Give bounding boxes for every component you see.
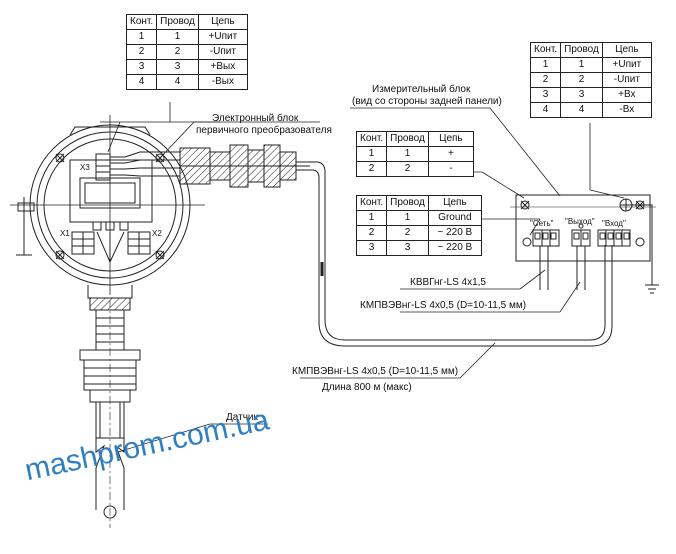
table-row: 3 3 ~ 220 В [355,240,482,256]
table-row: 2 2 -Uпит [125,44,248,60]
sensor-label: Датчик [226,412,258,423]
leader-lines [100,102,625,453]
header-cell: Цепь [427,131,474,147]
header-cell: Провод [560,42,603,58]
output-terminal-label: "Выход" [565,217,595,226]
measuring-block [510,194,659,294]
table-cell: 1 [560,57,603,73]
table-row: 2 2 ~ 220 В [355,225,482,241]
x3-pinout-table: Конт. Провод Цепь 1 1 +Uпит 2 2 -Uпит 3 … [125,14,248,90]
table-cell: 2 [386,161,429,177]
table-cell: 3 [355,240,388,256]
table-cell: 2 [355,225,388,241]
header-cell: Конт. [125,14,158,30]
header-cell: Провод [156,14,199,30]
table-cell: ~ 220 В [427,225,482,241]
electronic-block-label: Электронный блок [212,113,299,124]
table-cell: 4 [156,74,199,90]
table-cell: -Uпит [197,44,248,60]
table-cell: ~ 220 В [427,240,482,256]
sensor-probe [79,285,141,528]
power-terminal-label: "Сеть" [530,219,554,228]
sensor-cable-label: КМПВЭВнг-LS 4х0,5 (D=10-11,5 мм) [292,366,459,377]
cable-length-label: Длина 800 м (макс) [322,382,412,393]
header-cell: Провод [386,195,429,211]
table-header-row: Конт. Провод Цепь [529,42,652,58]
table-cell: 4 [529,102,562,118]
table-row: 1 1 +Uпит [529,57,652,73]
table-row: 3 3 +Вых [125,59,248,75]
table-cell: Ground [427,210,482,226]
electronic-block-sublabel: первичного преобразователя [196,125,332,136]
table-cell: -Вых [197,74,248,90]
x1-connector-label: X1 [60,229,70,238]
table-cell: 3 [156,59,199,75]
electronic-block-housing [10,115,205,295]
sensor-cable [296,161,613,347]
table-cell: 1 [386,210,429,226]
table-row: 4 4 -Вх [529,102,652,118]
table-cell: 1 [125,29,158,45]
header-cell: Цепь [601,42,652,58]
table-header-row: Конт. Провод Цепь [355,131,474,147]
table-row: 2 2 -Uпит [529,72,652,88]
table-cell: 3 [386,240,429,256]
header-cell: Конт. [355,131,388,147]
table-cell: +Uпит [601,57,652,73]
table-row: 1 1 Ground [355,210,482,226]
table-cell: 2 [156,44,199,60]
header-cell: Провод [386,131,429,147]
table-cell: -Uпит [601,72,652,88]
table-row: 3 3 +Вх [529,87,652,103]
x2-connector-label: X2 [152,229,162,238]
input-pinout-table: Конт. Провод Цепь 1 1 +Uпит 2 2 -Uпит 3 … [529,42,652,118]
table-row: 2 2 - [355,161,474,177]
table-cell: 1 [529,57,562,73]
table-row: 1 1 +Uпит [125,29,248,45]
table-header-row: Конт. Провод Цепь [125,14,248,30]
power-cable-label: КВВГнг-LS 4х1,5 [410,277,486,288]
table-cell: - [427,161,474,177]
table-cell: +Uпит [197,29,248,45]
table-cell: 1 [386,146,429,162]
table-cell: +Вх [601,87,652,103]
table-cell: 2 [386,225,429,241]
header-cell: Конт. [355,195,388,211]
input-terminal-label: "Вход" [602,219,626,228]
table-cell: +Вых [197,59,248,75]
table-cell: 1 [355,146,388,162]
table-cell: 1 [355,210,388,226]
header-cell: Цепь [427,195,482,211]
table-cell: 2 [560,72,603,88]
measuring-block-label: Измерительный блок [372,84,471,95]
cable-gland [179,144,310,188]
header-cell: Цепь [197,14,248,30]
table-cell: 2 [355,161,388,177]
power-pinout-table: Конт. Провод Цепь 1 1 Ground 2 2 ~ 220 В… [355,195,482,256]
table-cell: 3 [529,87,562,103]
table-row: 1 1 + [355,146,474,162]
output-pinout-table: Конт. Провод Цепь 1 1 + 2 2 - [355,131,474,177]
table-cell: 1 [156,29,199,45]
output-cable-label: КМПВЭВнг-LS 4х0,5 (D=10-11,5 мм) [360,300,527,311]
table-cell: 3 [560,87,603,103]
table-cell: 2 [125,44,158,60]
table-cell: 2 [529,72,562,88]
table-cell: 4 [125,74,158,90]
table-row: 4 4 -Вых [125,74,248,90]
table-header-row: Конт. Провод Цепь [355,195,482,211]
header-cell: Конт. [529,42,562,58]
table-cell: -Вх [601,102,652,118]
table-cell: 4 [560,102,603,118]
measuring-block-sublabel: (вид со стороны задней панели) [352,96,502,107]
table-cell: 3 [125,59,158,75]
table-cell: + [427,146,474,162]
x3-connector-label: X3 [80,163,90,172]
